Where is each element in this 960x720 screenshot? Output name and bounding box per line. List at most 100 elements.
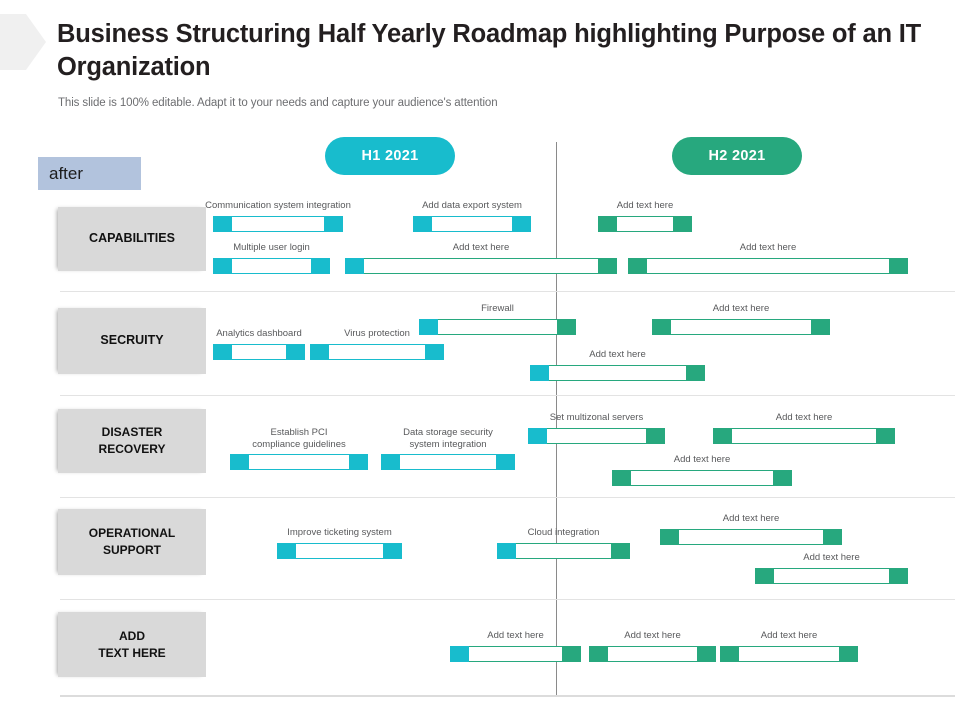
category-label-text: CAPABILITIES <box>89 231 175 246</box>
task-bar[interactable] <box>413 216 531 232</box>
task-bar-label: Add text here <box>803 552 860 563</box>
task-bar-cap-r <box>876 428 895 444</box>
task-bar-track <box>530 365 705 381</box>
task-bar[interactable] <box>628 258 908 274</box>
task-bar[interactable] <box>213 216 343 232</box>
task-bar-label: Set multizonal servers <box>549 412 644 423</box>
task-bar-label: Add text here <box>760 630 818 641</box>
task-bar-label: Add text here <box>673 454 731 465</box>
task-bar-cap-r <box>697 646 716 662</box>
task-bar-cap-l <box>345 258 364 274</box>
task-bar[interactable] <box>598 216 692 232</box>
period-pill-h2-label: H2 2021 <box>708 148 766 164</box>
task-bar[interactable] <box>450 646 581 662</box>
task-bar-label: Add text here <box>589 349 646 360</box>
task-bar-cap-l <box>213 344 232 360</box>
task-bar-cap-r <box>889 568 908 584</box>
row-separator <box>60 497 955 498</box>
task-bar-cap-r <box>611 543 630 559</box>
period-pill-h1[interactable]: H1 2021 <box>325 137 455 175</box>
after-badge-label: after <box>49 163 84 183</box>
row-separator <box>60 395 955 396</box>
category-label-2[interactable]: SECRUITY <box>58 308 206 374</box>
task-bar[interactable] <box>528 428 665 444</box>
task-bar-cap-l <box>450 646 469 662</box>
task-bar-cap-r <box>311 258 330 274</box>
task-bar-cap-l <box>628 258 647 274</box>
task-bar-label: Cloud integration <box>527 527 600 538</box>
page-subtitle: This slide is 100% editable. Adapt it to… <box>58 97 498 109</box>
task-bar-cap-r <box>773 470 792 486</box>
category-label-5[interactable]: ADD TEXT HERE <box>58 612 206 677</box>
task-bar-label: Add data export system <box>422 200 522 211</box>
task-bar[interactable] <box>230 454 368 470</box>
task-bar-cap-r <box>686 365 705 381</box>
task-bar-track <box>713 428 895 444</box>
task-bar-cap-r <box>598 258 617 274</box>
task-bar[interactable] <box>720 646 858 662</box>
period-pill-h1-label: H1 2021 <box>361 148 419 164</box>
task-bar[interactable] <box>310 344 444 360</box>
category-label-text: SECRUITY <box>100 333 164 348</box>
task-bar-cap-l <box>419 319 438 335</box>
task-bar-cap-l <box>720 646 739 662</box>
task-bar-track <box>652 319 830 335</box>
task-bar[interactable] <box>497 543 630 559</box>
task-bar-track <box>310 344 444 360</box>
task-bar-cap-r <box>889 258 908 274</box>
task-bar-cap-l <box>497 543 516 559</box>
task-bar-cap-r <box>557 319 576 335</box>
task-bar-cap-l <box>310 344 329 360</box>
category-label-3[interactable]: DISASTER RECOVERY <box>58 409 206 473</box>
task-bar[interactable] <box>419 319 576 335</box>
task-bar-label: Add text here <box>624 630 681 641</box>
task-bar-label: Multiple user login <box>233 242 310 253</box>
task-bar-cap-r <box>839 646 858 662</box>
task-bar[interactable] <box>213 258 330 274</box>
task-bar-track <box>230 454 368 470</box>
task-bar-track <box>345 258 617 274</box>
task-bar-label: Add text here <box>739 242 797 253</box>
task-bar-label: Improve ticketing system <box>287 527 392 538</box>
task-bar-track <box>755 568 908 584</box>
category-label-1[interactable]: CAPABILITIES <box>58 207 206 271</box>
task-bar[interactable] <box>381 454 515 470</box>
category-label-text: DISASTER RECOVERY <box>98 425 166 456</box>
task-bar-track <box>381 454 515 470</box>
task-bar[interactable] <box>345 258 617 274</box>
task-bar-track <box>612 470 792 486</box>
task-bar-label: Analytics dashboard <box>216 328 302 339</box>
after-badge[interactable]: after <box>38 157 141 190</box>
task-bar-cap-l <box>213 258 232 274</box>
task-bar-cap-l <box>660 529 679 545</box>
task-bar-cap-l <box>598 216 617 232</box>
task-bar[interactable] <box>612 470 792 486</box>
task-bar-cap-r <box>512 216 531 232</box>
task-bar[interactable] <box>589 646 716 662</box>
category-label-text: OPERATIONAL SUPPORT <box>88 526 176 557</box>
task-bar-cap-l <box>530 365 549 381</box>
period-pill-h2[interactable]: H2 2021 <box>672 137 802 175</box>
task-bar[interactable] <box>277 543 402 559</box>
task-bar-label: Add text here <box>722 513 780 524</box>
task-bar[interactable] <box>652 319 830 335</box>
task-bar[interactable] <box>713 428 895 444</box>
task-bar[interactable] <box>660 529 842 545</box>
task-bar-cap-l <box>277 543 296 559</box>
row-separator <box>60 599 955 600</box>
task-bar-cap-r <box>646 428 665 444</box>
task-bar-cap-r <box>823 529 842 545</box>
row-separator <box>60 291 955 292</box>
task-bar-cap-l <box>413 216 432 232</box>
task-bar-label: Add text here <box>712 303 770 314</box>
task-bar[interactable] <box>213 344 305 360</box>
task-bar-label: Data storage security system integration <box>403 427 493 450</box>
task-bar-label: Add text here <box>775 412 833 423</box>
task-bar-label: Add text here <box>452 242 510 253</box>
category-label-4[interactable]: OPERATIONAL SUPPORT <box>58 509 206 575</box>
task-bar[interactable] <box>755 568 908 584</box>
task-bar-cap-l <box>213 216 232 232</box>
task-bar-label: Add text here <box>487 630 544 641</box>
task-bar[interactable] <box>530 365 705 381</box>
task-bar-label: Firewall <box>481 303 514 314</box>
